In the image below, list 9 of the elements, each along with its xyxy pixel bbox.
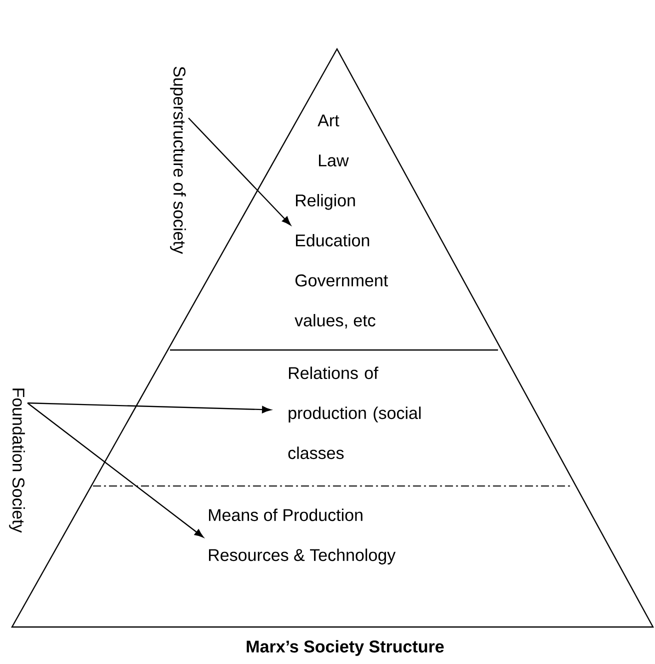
tier-text: Relations of production (social classes <box>288 366 421 460</box>
arrow <box>188 118 291 226</box>
arrow <box>27 402 204 538</box>
caption: Marx’s Society Structure <box>246 640 444 656</box>
arrow <box>28 402 272 414</box>
tier-text: Means of Production Resources & Technology <box>209 508 396 564</box>
side-label: Superstructure of society <box>170 66 186 254</box>
tier-text: Art Law Religion Education Government values, etc <box>294 114 388 328</box>
side-label: Foundation Society <box>9 388 25 533</box>
